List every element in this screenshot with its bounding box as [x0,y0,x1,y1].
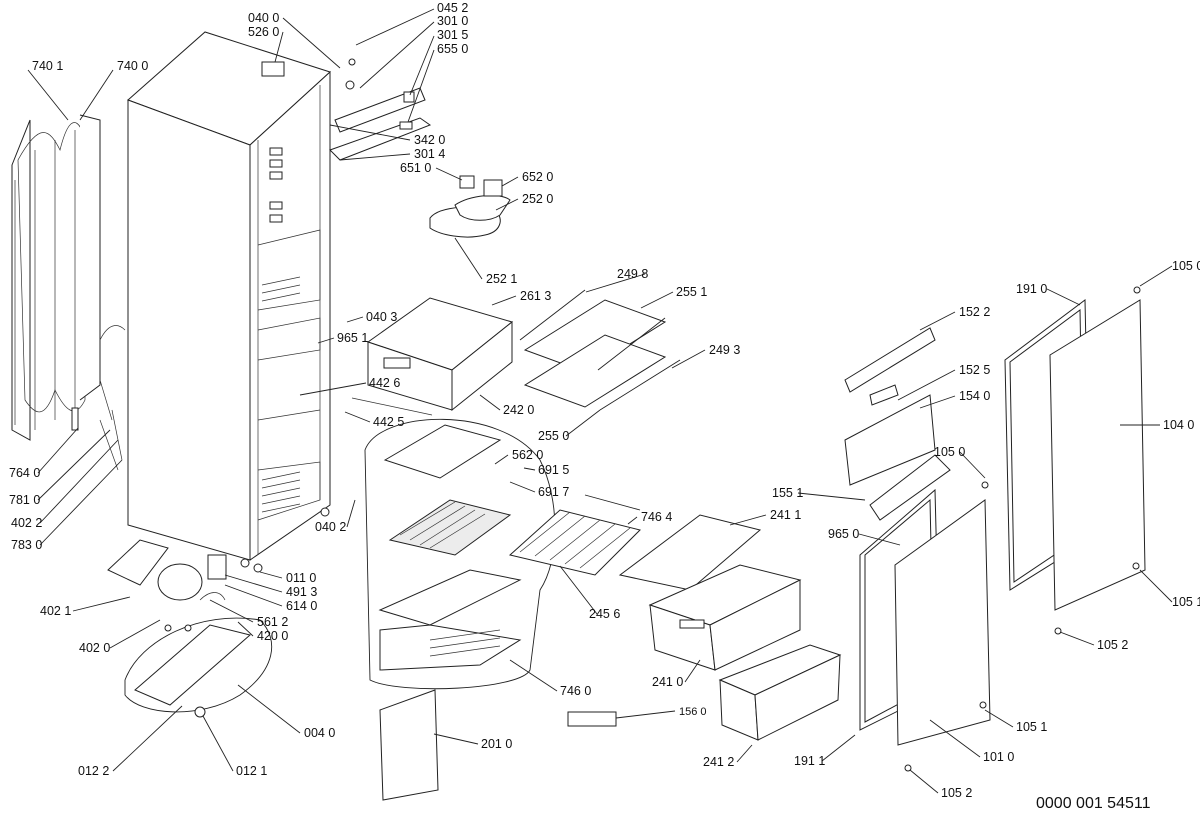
part-label: 105 1 [1172,595,1200,609]
part-label: 040 3 [366,310,397,324]
part-label: 191 0 [1016,282,1047,296]
part-label: 301 5 [437,28,468,42]
part-label: 301 4 [414,147,445,161]
base-compressor-parts [107,539,273,718]
part-label: 301 0 [437,14,468,28]
leader-lines [27,8,1173,794]
part-label: 241 1 [770,508,801,522]
part-label: 252 1 [486,272,517,286]
part-label: 045 2 [437,1,468,15]
part-label: 105 2 [1097,638,1128,652]
part-label: 562 0 [512,448,543,462]
part-label: 491 3 [286,585,317,599]
part-label: 261 3 [520,289,551,303]
part-label: 040 0 [248,11,279,25]
part-label: 242 0 [503,403,534,417]
part-label: 252 0 [522,192,553,206]
part-label: 764 0 [9,466,40,480]
part-label: 442 6 [369,376,400,390]
part-label: 241 0 [652,675,683,689]
part-label: 740 0 [117,59,148,73]
part-label: 402 2 [11,516,42,530]
part-label: 691 7 [538,485,569,499]
part-label: 746 0 [560,684,591,698]
freezer-drawers [379,514,842,801]
part-label: 105 2 [941,786,972,800]
wire-shelf [508,494,641,576]
condenser-coil [11,114,126,471]
part-label: 783 0 [11,538,42,552]
glass-shelves [519,289,681,411]
part-label: 655 0 [437,42,468,56]
part-label: 442 5 [373,415,404,429]
part-label: 249 8 [617,267,648,281]
part-label: 011 0 [286,571,316,585]
part-label: 201 0 [481,737,512,751]
part-label: 101 0 [983,750,1014,764]
part-label: 012 2 [78,764,109,778]
part-label: 746 4 [641,510,672,524]
part-label: 965 1 [337,331,368,345]
door-parts [844,286,1146,772]
part-label: 104 0 [1163,418,1194,432]
part-label: 691 5 [538,463,569,477]
part-label: 255 1 [676,285,707,299]
part-label: 561 2 [257,615,288,629]
part-label: 191 1 [794,754,825,768]
part-label: 155 1 [772,486,803,500]
part-label: 651 0 [400,161,431,175]
control-panel-parts [329,58,511,238]
part-label: 152 2 [959,305,990,319]
part-label: 420 0 [257,629,288,643]
part-label: 152 5 [959,363,990,377]
part-label: 105 0 [1172,259,1200,273]
part-label: 245 6 [589,607,620,621]
part-label: 156 0 [679,706,707,718]
freezer-drawer-top [351,297,514,416]
part-label: 241 2 [703,755,734,769]
part-label: 965 0 [828,527,859,541]
drawing-code: 0000 001 54511 [1036,795,1151,812]
part-label: 105 1 [1016,720,1047,734]
part-label: 255 0 [538,429,569,443]
part-label: 740 1 [32,59,63,73]
part-label: 012 1 [236,764,267,778]
part-labels: 040 0 526 0 045 2 301 0 301 5 655 0 740 … [9,1,1200,800]
part-label: 040 2 [315,520,346,534]
evaporator-group [364,418,556,690]
part-label: 342 0 [414,133,445,147]
part-label: 402 0 [79,641,110,655]
part-label: 652 0 [522,170,553,184]
part-label: 105 0 [934,445,965,459]
fridge-cabinet [127,31,331,573]
part-label: 781 0 [9,493,40,507]
part-label: 004 0 [304,726,335,740]
part-label: 249 3 [709,343,740,357]
part-label: 154 0 [959,389,990,403]
part-label: 614 0 [286,599,317,613]
part-label: 526 0 [248,25,279,39]
part-label: 402 1 [40,604,71,618]
